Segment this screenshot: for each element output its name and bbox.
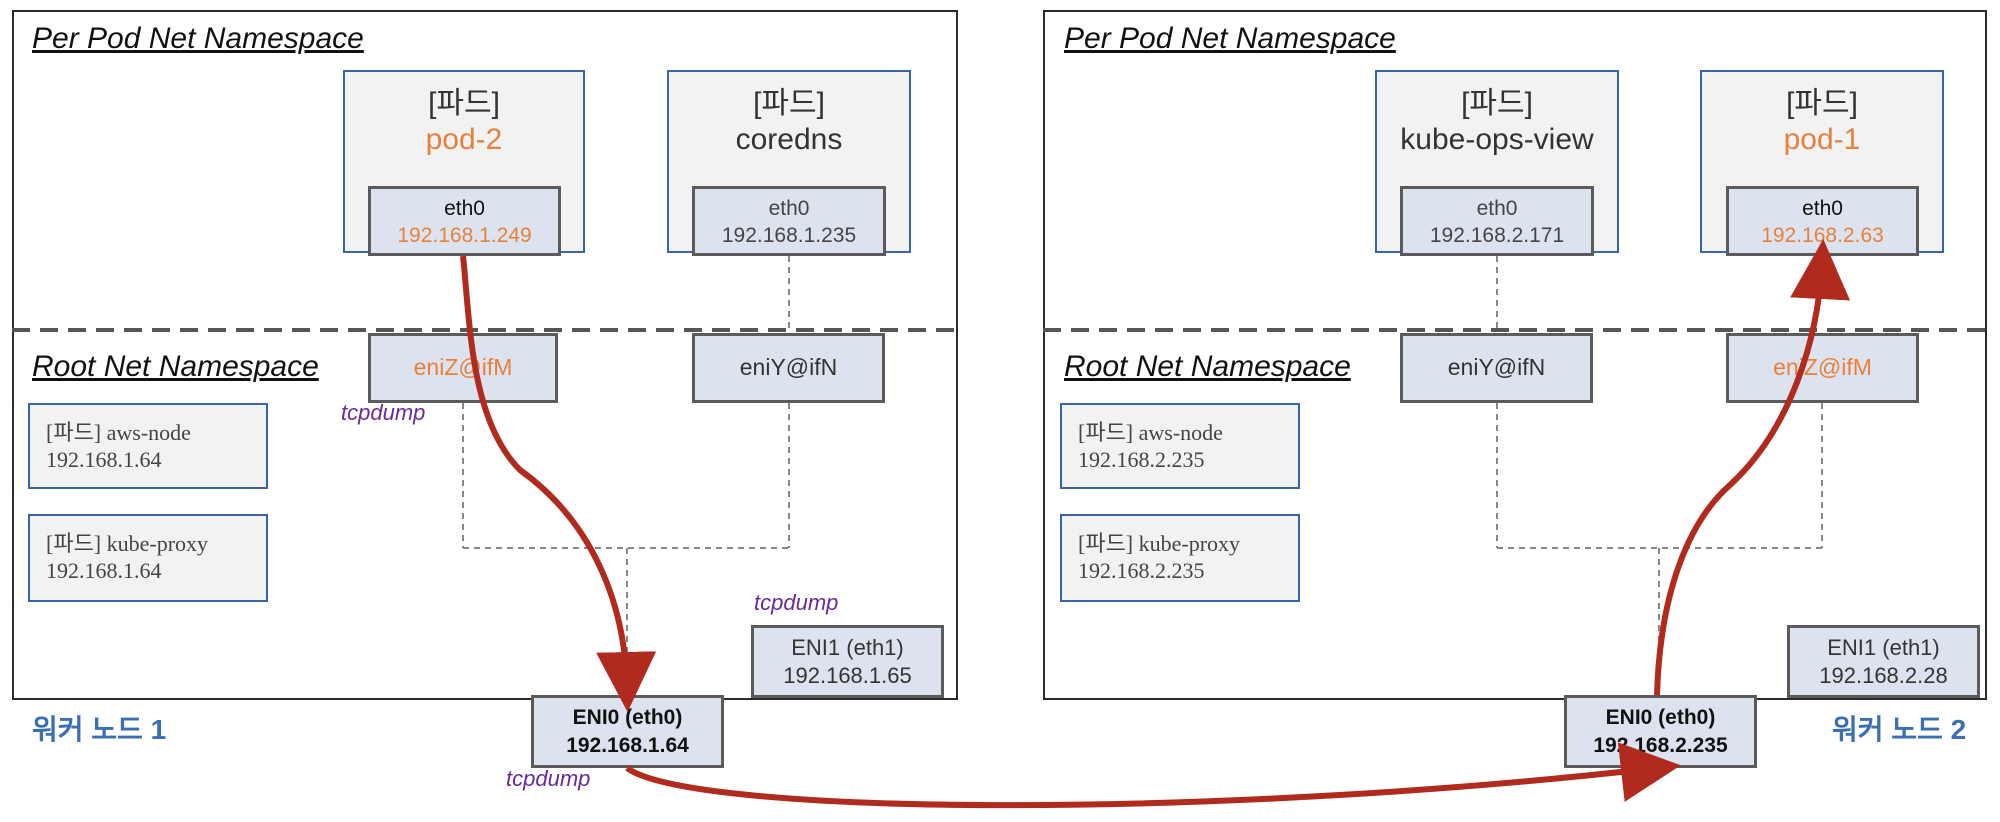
eth0-coredns[interactable]: eth0 192.168.1.235 <box>692 186 886 256</box>
veth-eniY-node2[interactable]: eniY@ifN <box>1400 333 1593 403</box>
pod-tag: [파드] <box>1461 87 1533 120</box>
system-pod-aws-node-node1[interactable]: [파드] aws-node 192.168.1.64 <box>28 403 268 489</box>
system-pod-ip: 192.168.2.235 <box>1078 447 1205 472</box>
pod-name: coredns <box>735 123 843 156</box>
per-pod-ns-title-node1: Per Pod Net Namespace <box>32 22 364 55</box>
system-pod-name: [파드] kube-proxy <box>46 531 209 556</box>
system-pod-name: [파드] aws-node <box>46 420 191 445</box>
system-pod-aws-node-node2[interactable]: [파드] aws-node 192.168.2.235 <box>1060 403 1300 489</box>
eth-label: eth0 <box>1802 197 1843 220</box>
eni-ip: 192.168.1.65 <box>783 663 912 688</box>
system-pod-name: [파드] aws-node <box>1078 420 1223 445</box>
traffic-arrow-eni0-to-eni0 <box>625 742 1681 809</box>
traffic-arrow-pod2-to-eni0 <box>460 255 657 712</box>
eth-ip: 192.168.1.249 <box>397 224 532 247</box>
pod-name: pod-2 <box>425 123 503 156</box>
eni-label: ENI0 (eth0) <box>1605 706 1716 729</box>
veth-connectors-node1 <box>462 256 790 695</box>
eth0-kube-ops-view[interactable]: eth0 192.168.2.171 <box>1400 186 1594 256</box>
per-pod-ns-title-node2: Per Pod Net Namespace <box>1064 22 1396 55</box>
system-pod-ip: 192.168.1.64 <box>46 558 162 583</box>
tcpdump-label-eni1: tcpdump <box>754 590 839 615</box>
veth-eniZ-node2[interactable]: eniZ@ifM <box>1726 333 1919 403</box>
eth0-pod-2[interactable]: eth0 192.168.1.249 <box>368 186 561 256</box>
eni-ip: 192.168.2.28 <box>1819 663 1948 688</box>
eth-label: eth0 <box>1476 197 1518 220</box>
pod-name: kube-ops-view <box>1400 123 1594 156</box>
eth-label: eth0 <box>444 197 485 220</box>
tcpdump-label-eni0: tcpdump <box>506 766 591 791</box>
eni-label: ENI1 (eth1) <box>791 635 904 660</box>
system-pod-kube-proxy-node1[interactable]: [파드] kube-proxy 192.168.1.64 <box>28 514 268 602</box>
eni1-node1[interactable]: ENI1 (eth1) 192.168.1.65 <box>751 625 944 698</box>
pod-tag: [파드] <box>1786 87 1858 120</box>
eni-ip: 192.168.1.64 <box>566 734 689 757</box>
veth-connectors-node2 <box>1496 256 1823 695</box>
eni1-node2[interactable]: ENI1 (eth1) 192.168.2.28 <box>1787 625 1980 698</box>
traffic-arrow-eni0-to-pod1 <box>1654 239 1851 696</box>
tcpdump-label-eniZ: tcpdump <box>341 400 426 425</box>
system-pod-ip: 192.168.1.64 <box>46 447 162 472</box>
pod-name: pod-1 <box>1783 123 1861 156</box>
root-ns-title-node2: Root Net Namespace <box>1064 350 1351 383</box>
system-pod-ip: 192.168.2.235 <box>1078 558 1205 583</box>
worker-node-1-label: 워커 노드 1 <box>32 714 167 745</box>
eth-label: eth0 <box>768 197 810 220</box>
eth-ip: 192.168.2.171 <box>1429 224 1565 247</box>
pod-tag: [파드] <box>428 87 500 120</box>
eth-ip: 192.168.1.235 <box>721 224 857 247</box>
veth-eniY-node1[interactable]: eniY@ifN <box>692 333 885 403</box>
pod-tag: [파드] <box>753 87 825 120</box>
system-pod-kube-proxy-node2[interactable]: [파드] kube-proxy 192.168.2.235 <box>1060 514 1300 602</box>
system-pod-name: [파드] kube-proxy <box>1078 531 1241 556</box>
worker-node-2-label: 워커 노드 2 <box>1832 714 1967 745</box>
root-ns-title-node1: Root Net Namespace <box>32 350 319 383</box>
veth-eniZ-node1[interactable]: eniZ@ifM <box>368 333 558 403</box>
eni-label: ENI1 (eth1) <box>1827 635 1940 660</box>
